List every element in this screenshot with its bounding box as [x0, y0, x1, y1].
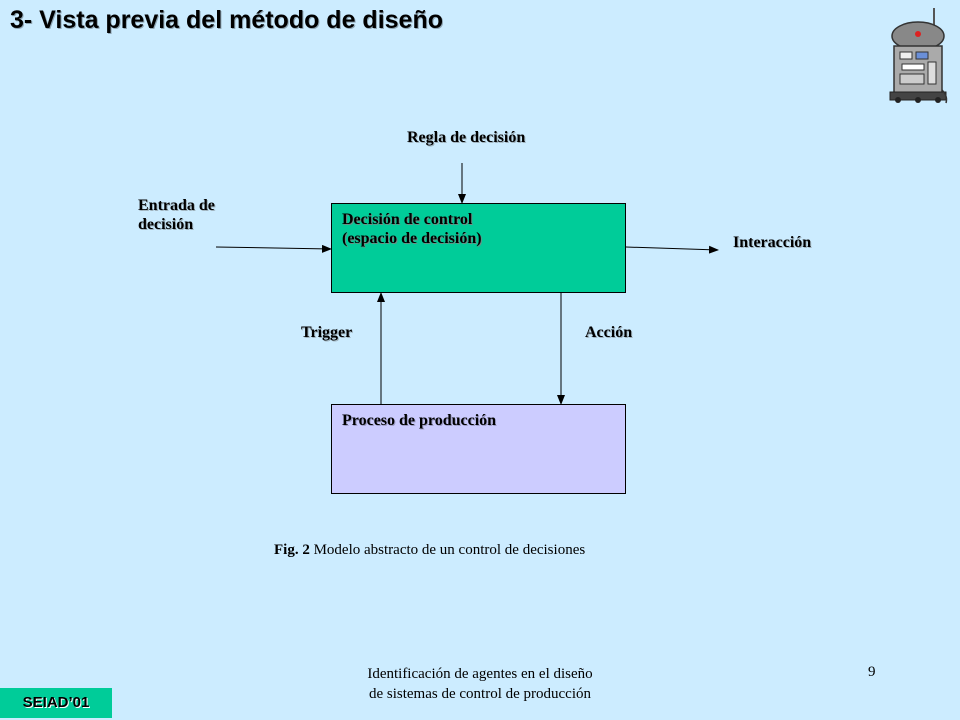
action-label: Acción: [585, 324, 633, 341]
production-process-box: Proceso de producción: [331, 404, 626, 494]
interaction-label: Interacción: [733, 234, 812, 251]
entry-arrow: [215, 244, 332, 253]
decision-box-line1: Decisión de control: [342, 211, 473, 228]
decision-entry-label-line2: decisión: [138, 216, 194, 233]
decision-box-line2: (espacio de decisión): [342, 230, 482, 247]
decision-rule-label: Regla de decisión: [407, 129, 526, 146]
figure-caption: Fig. 2 Modelo abstracto de un control de…: [274, 542, 585, 559]
conference-badge: SEIAD’01: [0, 688, 112, 718]
footer-line1: Identificación de agentes en el diseño: [367, 666, 593, 682]
slide-title: 3- Vista previa del método de diseño: [10, 6, 443, 34]
caption-text: Modelo abstracto de un control de decisi…: [309, 542, 586, 558]
footer-line2: de sistemas de control de producción: [368, 686, 592, 702]
page-number: 9: [868, 664, 876, 680]
decision-entry-label: Entrada de decisión: [138, 196, 215, 234]
decision-entry-label-line1: Entrada de: [138, 197, 215, 214]
caption-prefix: Fig. 2: [274, 542, 310, 558]
robot-logo-icon: [889, 8, 948, 104]
trigger-label: Trigger: [301, 324, 353, 341]
interaction-arrow: [616, 242, 719, 254]
footer-text: Identificación de agentes en el diseño d…: [330, 664, 630, 704]
process-box-label: Proceso de producción: [342, 412, 497, 429]
decision-control-box: Decisión de control (espacio de decisión…: [331, 203, 626, 293]
